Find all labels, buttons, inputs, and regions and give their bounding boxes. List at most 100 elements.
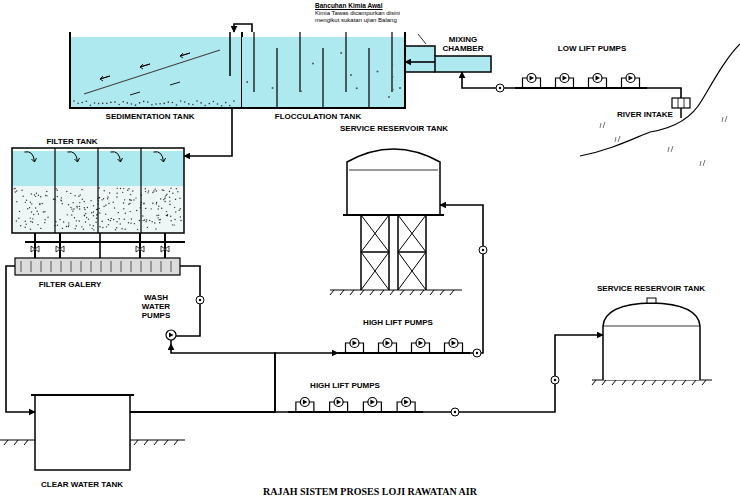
sand-grain bbox=[86, 217, 87, 218]
node-label: WASH WATER PUMPS bbox=[142, 293, 170, 320]
flocculation-tank: FLOCCULATION TANK bbox=[242, 32, 405, 108]
sand-grain bbox=[163, 190, 164, 191]
sand-grain bbox=[147, 227, 148, 228]
node-shape bbox=[338, 332, 470, 356]
sand-grain bbox=[91, 212, 92, 213]
sand-grain bbox=[132, 190, 133, 191]
sand-grain bbox=[116, 193, 117, 194]
sand-grain bbox=[82, 199, 83, 200]
sludge-dot bbox=[172, 102, 174, 104]
pump-impeller bbox=[404, 400, 409, 405]
sand-grain bbox=[45, 195, 46, 196]
sand-grain bbox=[158, 208, 159, 209]
sludge-dot bbox=[196, 100, 198, 102]
sand-grain bbox=[87, 207, 88, 208]
pipe-connector bbox=[440, 205, 483, 353]
sand-grain bbox=[129, 211, 130, 212]
sand-grain bbox=[180, 216, 181, 217]
sand-grain bbox=[158, 206, 159, 207]
sand-grain bbox=[177, 191, 178, 192]
floc-particle bbox=[388, 96, 390, 98]
floc-particle bbox=[272, 87, 274, 89]
sand-grain bbox=[137, 229, 138, 230]
sand-grain bbox=[145, 221, 146, 222]
note-text: Kimia Tawas dicampurkan disini mengikut … bbox=[315, 10, 415, 24]
floc-particle bbox=[246, 81, 248, 83]
sand-grain bbox=[38, 213, 39, 214]
water bbox=[70, 37, 242, 108]
sand-grain bbox=[25, 202, 26, 203]
sand-grain bbox=[106, 226, 107, 227]
sand-grain bbox=[136, 210, 137, 211]
sand-grain bbox=[61, 200, 62, 201]
sand-grain bbox=[162, 189, 163, 190]
sand-grain bbox=[79, 206, 80, 207]
sand-grain bbox=[85, 221, 86, 222]
flow-arrows bbox=[100, 53, 190, 95]
node-label: SERVICE RESERVOIR TANK bbox=[597, 284, 705, 293]
sand-grain bbox=[116, 196, 117, 197]
clear-water-tank: CLEAR WATER TANK bbox=[35, 395, 130, 470]
sludge-dot bbox=[180, 100, 182, 102]
sand-grain bbox=[152, 192, 153, 193]
sand-grain bbox=[169, 200, 170, 201]
sand-grain bbox=[143, 203, 144, 204]
valve bbox=[551, 376, 559, 384]
sand-grain bbox=[150, 208, 151, 209]
sand-grain bbox=[67, 214, 68, 215]
sand-grain bbox=[70, 193, 71, 194]
sand-grain bbox=[62, 203, 63, 204]
sand-grain bbox=[170, 215, 171, 216]
sand-grain bbox=[61, 197, 62, 198]
sand-grain bbox=[62, 228, 63, 229]
sludge-dot bbox=[122, 101, 124, 103]
floc-particle bbox=[392, 76, 394, 78]
sand-grain bbox=[104, 190, 105, 191]
sand-grain bbox=[26, 200, 27, 201]
sand-grain bbox=[57, 190, 58, 191]
sand-grain bbox=[47, 217, 48, 218]
sand-grain bbox=[59, 219, 60, 220]
sand-grain bbox=[180, 208, 181, 209]
sand-grain bbox=[163, 199, 164, 200]
sludge-dot bbox=[114, 101, 116, 103]
tank-body bbox=[347, 149, 440, 215]
pump-symbol bbox=[166, 330, 176, 340]
sand-grain bbox=[110, 220, 111, 221]
sludge-dot bbox=[135, 104, 137, 106]
valve-dot bbox=[476, 352, 478, 354]
sand-grain bbox=[73, 208, 74, 209]
pipe-connector bbox=[647, 88, 681, 98]
inlet-channel-water bbox=[405, 46, 435, 72]
sand-grain bbox=[142, 220, 143, 221]
inflow-arrow bbox=[25, 152, 37, 162]
sand-grain bbox=[152, 203, 153, 204]
sand-grain bbox=[167, 214, 168, 215]
sand-grain bbox=[31, 203, 32, 204]
tank-wall bbox=[70, 32, 242, 108]
sand-grain bbox=[161, 208, 162, 209]
sand-grain bbox=[170, 188, 171, 189]
sand-grain bbox=[121, 228, 122, 229]
sand-grain bbox=[96, 217, 97, 218]
sand-grain bbox=[145, 191, 146, 192]
sand-grain bbox=[127, 190, 128, 191]
note-text: Bancuhan Kimia Awal bbox=[315, 2, 383, 10]
sand-grain bbox=[164, 201, 165, 202]
sand-grain bbox=[131, 200, 132, 201]
sand-grain bbox=[68, 226, 69, 227]
sand-grain bbox=[89, 224, 90, 225]
sand-grain bbox=[175, 211, 176, 212]
sand-grain bbox=[116, 227, 117, 228]
floc-particle bbox=[340, 52, 342, 54]
sand-grain bbox=[93, 225, 94, 226]
sand-grain bbox=[105, 205, 106, 206]
inflow-arrow bbox=[154, 152, 166, 162]
node-shape bbox=[515, 64, 647, 94]
node-label: FILTER GALERY bbox=[39, 280, 102, 289]
chamber-outline bbox=[435, 56, 491, 72]
sand-grain bbox=[34, 194, 35, 195]
sand-grain bbox=[142, 215, 143, 216]
pipe-connector bbox=[130, 353, 338, 412]
sand-grain bbox=[33, 214, 34, 215]
